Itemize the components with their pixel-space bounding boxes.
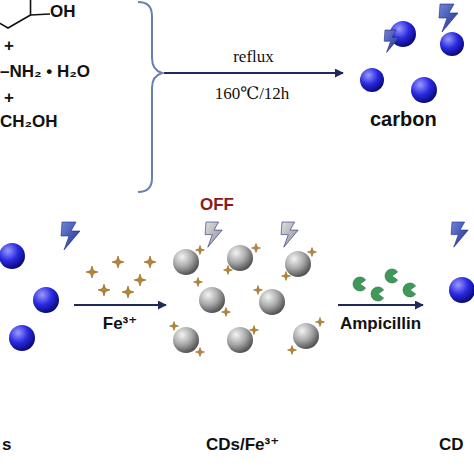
reaction-arrow [338,304,423,306]
nanoparticle [33,287,59,313]
reactant-text: + [4,36,14,56]
iron-ion [252,244,261,253]
nanoparticle [360,68,384,92]
iron-ion [144,256,156,268]
nanoparticle [173,327,199,353]
state-label: OFF [200,195,234,215]
fluorescence-bolt [281,222,298,247]
nanoparticle [227,327,253,353]
reactant-text: OH [50,2,76,22]
particle-cluster: s [0,230,72,465]
nanoparticle [9,325,35,351]
iron-ion [288,346,297,355]
bond-line [31,14,50,15]
nanoparticle [173,249,199,275]
iron-ion [196,348,205,357]
particle-cluster: CDs/Fe³⁺ [168,230,336,465]
reaction-arrow [164,72,343,74]
nanoparticle [0,243,25,269]
nanoparticle [285,251,311,277]
ampicillin-molecule [403,283,416,297]
fluorescence-bolt [205,222,222,247]
iron-ion [222,308,231,317]
cluster-label: carbon [370,108,437,131]
nanoparticle [411,77,437,103]
reactant-text: CH₂OH [0,112,58,132]
iron-ion [194,278,203,287]
iron-ion [250,326,259,335]
reactant-text: –NH₂ • H₂O [0,62,90,82]
curly-brace [138,2,162,192]
reactant-group: OH + –NH₂ • H₂O + CH₂OH [0,0,162,195]
cluster-label: CD [439,435,464,455]
particle-cluster: CD [425,230,474,465]
ampicillin-molecule [385,269,398,283]
iron-ion [98,284,110,296]
iron-ion [86,266,98,278]
cluster-label: CDs/Fe³⁺ [206,435,279,455]
particle-cluster: carbon [345,0,474,140]
iron-ion [112,256,124,268]
nanoparticle [440,32,464,56]
iron-ion [122,286,134,298]
iron-ion [254,286,263,295]
cluster-label: s [2,435,11,455]
arrow-label: reflux [233,47,274,67]
iron-ion [170,322,179,331]
iron-ion [316,318,325,327]
arrow-label: Fe³⁺ [103,314,137,334]
fluorescence-bolt [384,30,399,52]
fluorescence-bolt [61,222,80,250]
iron-ion [224,266,233,275]
iron-ion [134,274,146,286]
arrow-label: Ampicillin [340,314,421,334]
benzene-ring [0,0,31,28]
ampicillin-molecule [371,287,384,301]
nanoparticle [259,289,285,315]
reactant-text: + [4,88,14,108]
nanoparticle [227,245,253,271]
nanoparticle [293,323,319,349]
nanoparticle [449,277,474,303]
fluorescence-bolt [451,222,468,247]
reaction-arrow [74,304,166,306]
ampicillin-molecule [353,277,366,291]
nanoparticle [199,287,225,313]
condition-text: 160℃/12h [215,84,290,104]
fluorescence-bolt [439,4,458,32]
iron-ion [196,246,205,255]
iron-ion [308,248,317,257]
iron-ion [282,272,291,281]
